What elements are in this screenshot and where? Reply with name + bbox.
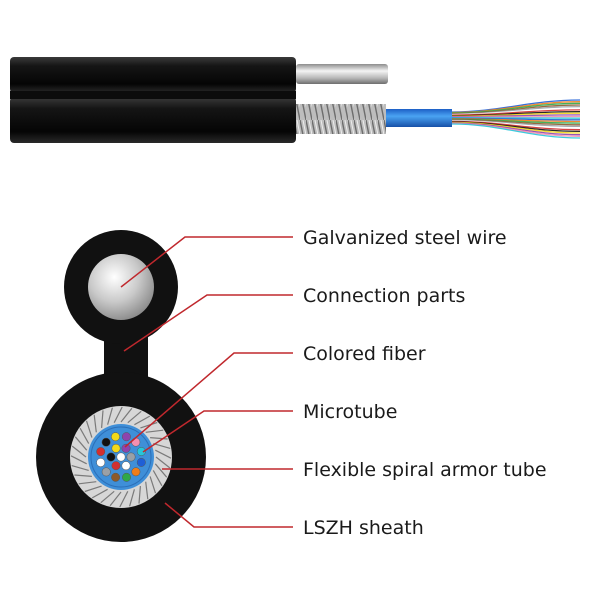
armor-tooth xyxy=(101,410,104,428)
leader-lines xyxy=(120,236,293,528)
fiber-strand xyxy=(451,115,581,118)
lower-jacket xyxy=(10,97,296,143)
fiber-dot xyxy=(96,447,106,457)
fiber-dot xyxy=(136,447,146,456)
label-flexible-spiral-armor-tube: Flexible spiral armor tube xyxy=(303,459,547,481)
fiber-dot xyxy=(101,437,111,447)
armor-tooth xyxy=(71,445,87,458)
armor-tooth xyxy=(127,410,142,424)
leader-line-steel-wire xyxy=(120,236,293,288)
fiber-dot xyxy=(136,457,146,467)
upper-jacket xyxy=(10,57,296,93)
armor-tooth xyxy=(155,456,171,469)
armor-spiral-teeth xyxy=(70,406,172,508)
fiber-strand xyxy=(451,119,581,128)
armor-tooth xyxy=(119,491,129,508)
leader-line-connection xyxy=(123,294,293,352)
armor-tooth xyxy=(85,420,93,438)
armor-tooth xyxy=(91,488,108,499)
armor-tooth xyxy=(150,437,168,440)
label-microtube: Microtube xyxy=(303,401,398,423)
fiber-dot xyxy=(131,437,141,447)
armor-tooth xyxy=(152,470,163,487)
armor-tooth xyxy=(74,474,92,477)
label-lszh-sheath: LSZH sheath xyxy=(303,517,424,539)
fiber-strand xyxy=(451,123,581,139)
armor-tooth xyxy=(153,443,171,449)
leader-line-microtube xyxy=(142,410,293,453)
microtube-segment xyxy=(386,109,452,127)
fiber-dot xyxy=(111,461,121,471)
armor-tooth xyxy=(100,490,115,504)
armor-tooth xyxy=(78,481,97,485)
armor-tooth xyxy=(70,455,87,465)
fiber-dot xyxy=(106,452,116,462)
microtube-inner-rim xyxy=(90,426,152,488)
armor-tooth xyxy=(74,436,88,451)
fiber-dot xyxy=(121,461,131,471)
armor-tooth xyxy=(155,449,172,459)
fiber-dot xyxy=(111,432,120,442)
cable-side-view xyxy=(10,57,581,143)
fiber-dot xyxy=(121,432,131,442)
jacket-web xyxy=(10,91,296,99)
armor-tooth xyxy=(154,463,168,478)
armor-tooth xyxy=(93,414,97,433)
fiber-dot xyxy=(111,443,121,453)
armor-tooth xyxy=(107,407,113,425)
armor-tooth xyxy=(71,465,89,471)
fiber-dot xyxy=(101,467,111,477)
fiber-dot xyxy=(126,452,136,462)
cable-cross-section xyxy=(36,230,206,542)
exposed-steel-wire xyxy=(296,64,388,84)
fiber-dot xyxy=(96,458,106,467)
armor-tooth xyxy=(84,485,102,493)
label-connection-parts: Connection parts xyxy=(303,285,466,307)
exposed-fiber-fan xyxy=(451,99,581,139)
colored-fibers xyxy=(96,432,146,482)
armor-tooth xyxy=(129,489,135,507)
armor-tooth xyxy=(140,421,158,429)
label-galvanized-steel-wire: Galvanized steel wire xyxy=(303,227,507,249)
fiber-dot xyxy=(111,472,121,482)
spiral-armor-segment xyxy=(296,104,386,134)
fiber-dot xyxy=(116,452,126,462)
armor-tooth xyxy=(120,407,133,423)
leader-line-sheath xyxy=(164,502,293,528)
armor-tooth xyxy=(134,415,151,426)
fiber-dot xyxy=(121,443,131,453)
armor-tooth xyxy=(145,429,164,433)
fiber-dot xyxy=(122,472,131,482)
armor-tooth xyxy=(109,491,122,507)
armor-tooth xyxy=(145,481,149,500)
armor-tooth xyxy=(138,486,141,504)
armor-tooth xyxy=(113,406,123,423)
armor-tooth xyxy=(79,427,90,444)
leader-line-fiber xyxy=(124,352,293,448)
label-colored-fiber: Colored fiber xyxy=(303,343,426,365)
fiber-strand xyxy=(451,121,581,134)
armor-tooth xyxy=(149,476,157,494)
fiber-dot xyxy=(131,467,141,477)
